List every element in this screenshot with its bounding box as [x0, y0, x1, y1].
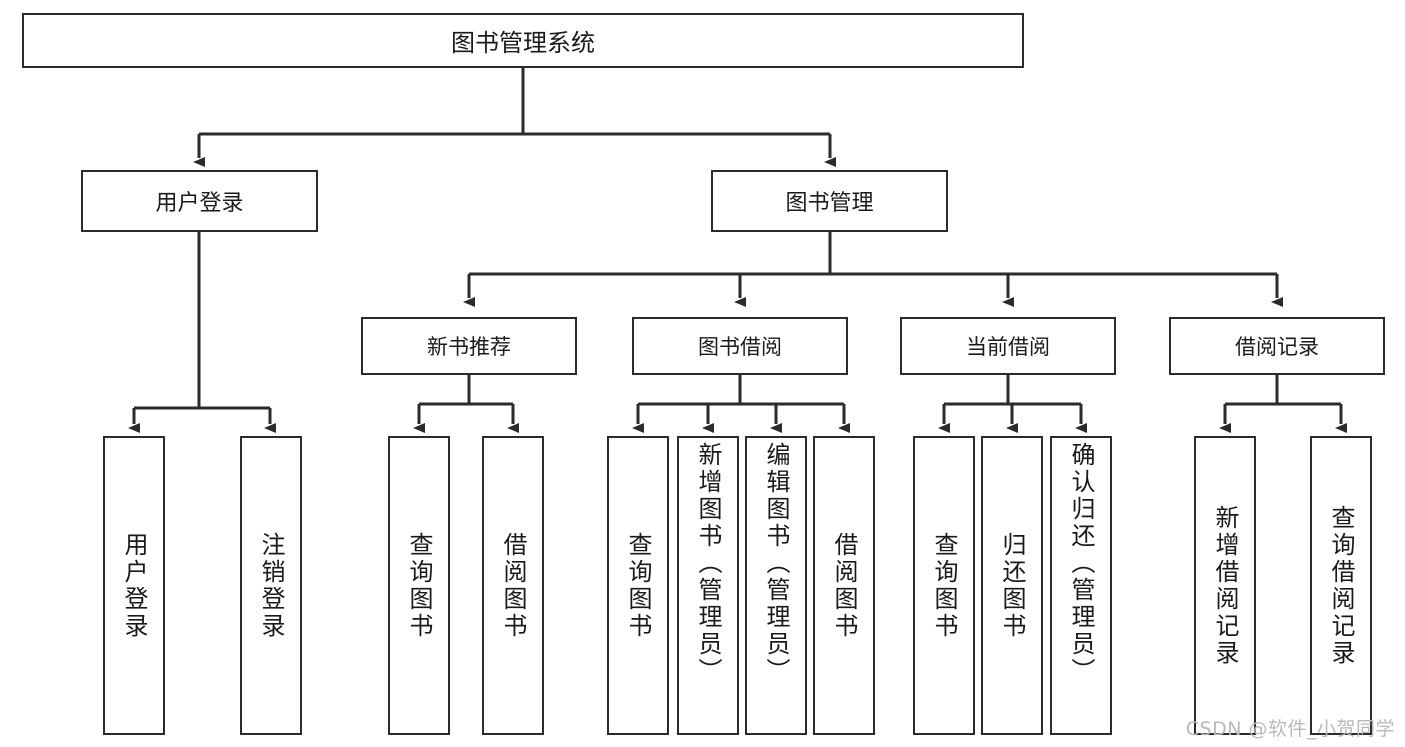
leaf-edit-book-admin-label: 编辑图书（管理员）: [762, 442, 790, 685]
leaf-edit-book-admin[interactable]: 编辑图书（管理员）: [745, 436, 807, 735]
leaf-logout-label: 注销登录: [257, 531, 285, 640]
node-borrow-record[interactable]: 借阅记录: [1169, 317, 1385, 375]
leaf-query-book-bb[interactable]: 查询图书: [607, 436, 669, 735]
node-borrow-record-label: 借阅记录: [1235, 335, 1319, 359]
node-book-management[interactable]: 图书管理: [711, 170, 948, 232]
leaf-query-borrow-record-label: 查询借阅记录: [1327, 504, 1355, 667]
leaf-query-borrow-record[interactable]: 查询借阅记录: [1310, 436, 1372, 735]
leaf-borrow-book-nb-label: 借阅图书: [499, 531, 527, 640]
leaf-query-book-bb-label: 查询图书: [624, 531, 652, 640]
node-root[interactable]: 图书管理系统: [22, 13, 1024, 68]
leaf-return-book[interactable]: 归还图书: [981, 436, 1043, 735]
node-new-book-recommend[interactable]: 新书推荐: [361, 317, 577, 375]
node-new-book-recommend-label: 新书推荐: [427, 335, 511, 359]
leaf-add-book-admin[interactable]: 新增图书（管理员）: [677, 436, 739, 735]
node-book-borrow[interactable]: 图书借阅: [632, 317, 848, 375]
leaf-query-book-cb[interactable]: 查询图书: [913, 436, 975, 735]
node-user-login[interactable]: 用户登录: [81, 170, 318, 232]
leaf-query-book-nb-label: 查询图书: [405, 531, 433, 640]
leaf-borrow-book-nb[interactable]: 借阅图书: [482, 436, 544, 735]
node-root-label: 图书管理系统: [451, 29, 595, 57]
leaf-add-borrow-record-label: 新增借阅记录: [1211, 504, 1239, 667]
node-current-borrow[interactable]: 当前借阅: [900, 317, 1116, 375]
leaf-query-book-nb[interactable]: 查询图书: [388, 436, 450, 735]
leaf-query-book-cb-label: 查询图书: [930, 531, 958, 640]
leaf-confirm-return-admin[interactable]: 确认归还（管理员）: [1050, 436, 1112, 735]
leaf-return-book-label: 归还图书: [998, 531, 1026, 640]
leaf-borrow-book-bb-label: 借阅图书: [830, 531, 858, 640]
leaf-user-login-label: 用户登录: [120, 531, 148, 640]
node-book-management-label: 图书管理: [785, 191, 874, 216]
node-current-borrow-label: 当前借阅: [966, 335, 1050, 359]
watermark: CSDN @软件_小贺同学: [1185, 718, 1395, 740]
leaf-logout[interactable]: 注销登录: [240, 436, 302, 735]
node-user-login-label: 用户登录: [155, 191, 244, 216]
leaf-confirm-return-admin-label: 确认归还（管理员）: [1067, 442, 1095, 685]
leaf-user-login[interactable]: 用户登录: [103, 436, 165, 735]
node-book-borrow-label: 图书借阅: [698, 335, 782, 359]
leaf-add-book-admin-label: 新增图书（管理员）: [694, 442, 722, 685]
leaf-add-borrow-record[interactable]: 新增借阅记录: [1194, 436, 1256, 735]
leaf-borrow-book-bb[interactable]: 借阅图书: [813, 436, 875, 735]
